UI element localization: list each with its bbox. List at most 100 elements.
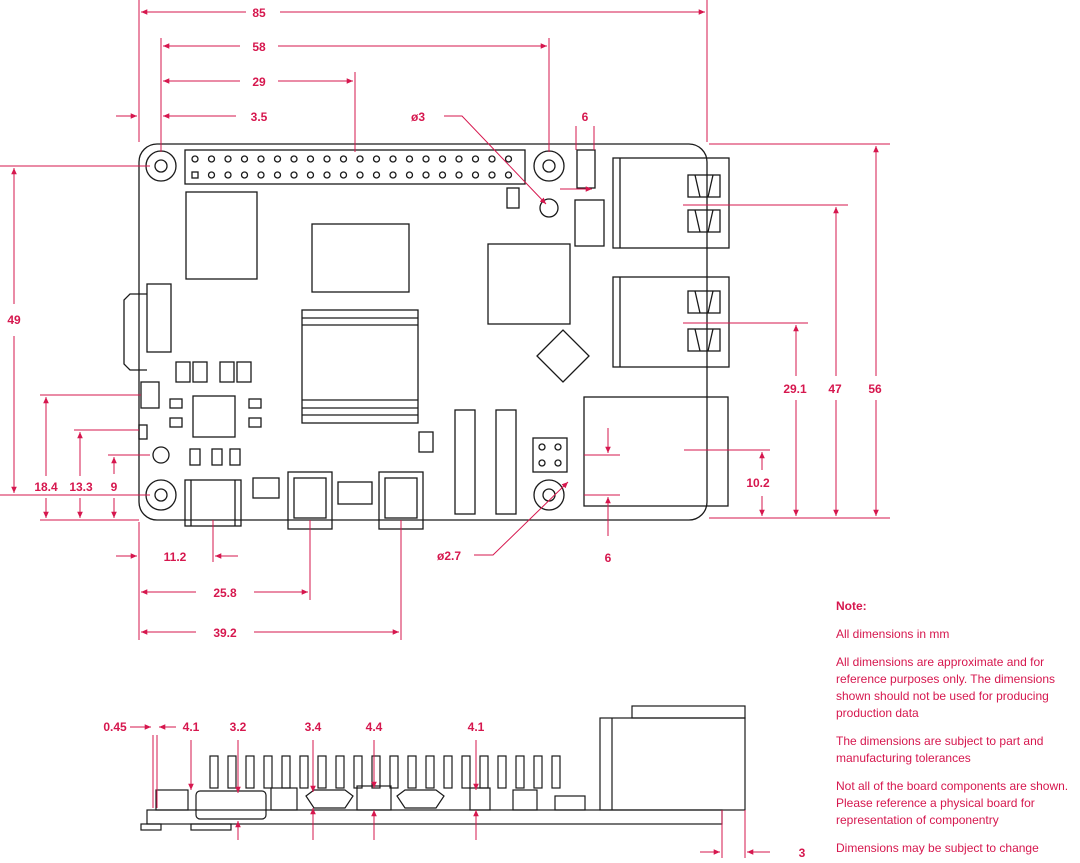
reset-hole [152,446,170,464]
gpio-pin [438,155,447,163]
gpio-pin [488,171,496,179]
camera-connector-1 [454,409,476,515]
dim-9: 9 [111,480,118,494]
gpio-pin [504,155,513,163]
display-connector-edge [123,293,147,371]
side-pin [299,755,309,789]
side-header-pins [209,755,561,789]
gpio-pin [306,171,315,179]
side-pin [353,755,363,789]
poe-header [576,149,596,189]
gpio-pin [488,155,496,163]
side-pin [371,755,381,789]
top-dimensions [0,0,890,640]
side-pin [497,755,507,789]
side-pin [461,755,471,789]
side-pin [551,755,561,789]
top-dimension-labels: 85 58 29 3.5 ø3 6 49 29.1 47 56 10.2 ø2.… [7,6,882,640]
side-hdmi-0 [305,789,354,809]
mounting-hole-bottom-left [145,479,177,511]
dim-18-4: 18.4 [34,480,58,494]
gpio-pin [191,155,199,163]
gpio-pin [356,155,364,163]
gpio-pin [438,171,447,179]
note-item: Dimensions may be subject to change [836,841,1039,855]
gpio-pin [504,171,513,179]
dim-4-4: 4.4 [366,720,383,734]
gpio-pin [455,155,463,163]
gpio-pin [372,155,381,163]
gpio-pin [422,155,430,163]
gpio-pin [455,171,463,179]
dim-25-8: 25.8 [213,586,237,600]
gpio-pin [372,171,381,179]
dim-11-2: 11.2 [164,550,187,564]
gpio-pin [257,171,265,179]
side-pin [407,755,417,789]
ram-chip [185,191,258,280]
dim-58: 58 [252,40,266,54]
dim-29: 29 [252,75,266,89]
side-pin [443,755,453,789]
diamond-chip [536,329,590,383]
note-item: The dimensions are subject to part and m… [836,734,1044,765]
gpio-pin [339,171,348,179]
wifi-chip [311,223,410,293]
mounting-hole-top-left [145,150,177,182]
gpio-pin [273,171,282,179]
gpio-pin [405,171,414,179]
usb-c-power-port [184,479,242,527]
dim-hole-diameter: ø3 [411,110,425,124]
gpio-pin [356,171,364,179]
dim-13-3: 13.3 [69,480,93,494]
gpio-pin [207,171,216,179]
dim-4-1-a: 4.1 [183,720,200,734]
side-pin [227,755,237,789]
gpio-pin [405,155,414,163]
run-header [140,381,160,409]
side-pin [425,755,435,789]
note-item: All dimensions are approximate and for r… [836,655,1056,720]
side-dimensions [130,724,770,858]
gpio-pin [240,155,249,163]
side-pin [389,755,399,789]
gpio-pin [471,171,480,179]
pmic-chip [192,395,236,438]
side-hdmi-1 [396,789,445,809]
dim-4-1-b: 4.1 [468,720,485,734]
side-pin [245,755,255,789]
display-connector [146,283,172,353]
side-pin [335,755,345,789]
dim-3: 3 [799,846,806,860]
gpio-pin [191,171,199,179]
side-pin [515,755,525,789]
gpio-pin [290,155,298,163]
notes-title: Note: [836,599,867,613]
ethernet-port [583,396,729,507]
gpio-pin [422,171,430,179]
side-pcb [146,809,723,825]
gpio-pins [191,155,513,179]
gpio-header [184,149,526,185]
side-usb-c [195,790,267,820]
gpio-pin [471,155,480,163]
gpio-pin [224,171,232,179]
fiducial-hole [539,198,559,218]
gpio-pin [306,155,315,163]
gpio-pin [339,155,348,163]
board-outline [138,143,708,521]
gpio-pin [389,155,397,163]
mounting-hole-top-right [533,150,565,182]
side-pin [479,755,489,789]
gpio-pin [257,155,265,163]
usb-port-upper [612,157,730,249]
dim-3-2: 3.2 [230,720,247,734]
dim-3-5: 3.5 [251,110,268,124]
mounting-hole-bottom-right [533,479,565,511]
dim-6-bottom: 6 [605,551,612,565]
dim-mount-hole-diameter: ø2.7 [437,549,461,563]
gpio-pin [207,155,216,163]
dim-56: 56 [868,382,882,396]
